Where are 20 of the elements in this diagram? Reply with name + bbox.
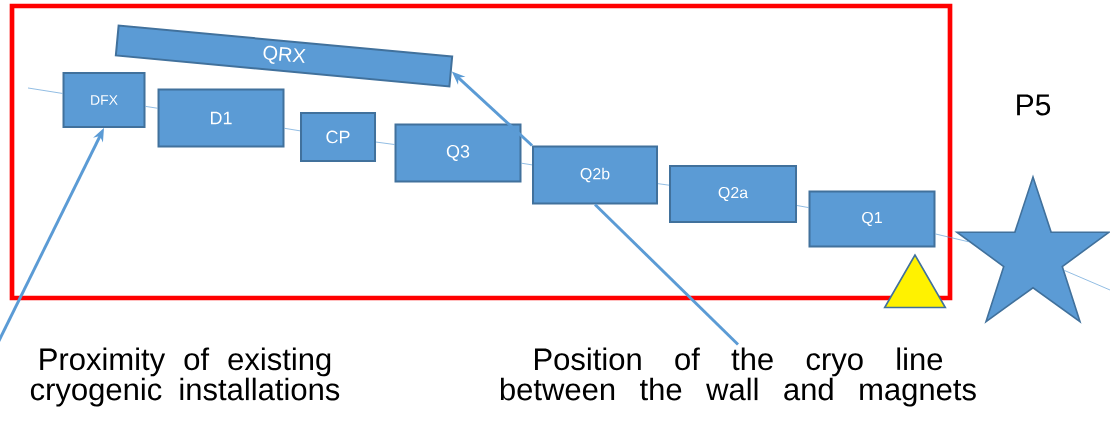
annotation-text: Position of the cryo line between the wall and magnets (500, 347, 976, 407)
magnet-box: Q1 (808, 190, 936, 248)
beam-line (796, 205, 809, 208)
beam-line (521, 162, 533, 166)
region-frame (9, 3, 953, 301)
beam-line (657, 183, 670, 186)
beam-line (1064, 270, 1110, 291)
magnet-box: DFX (62, 72, 146, 128)
beam-line (145, 106, 158, 109)
leader-line (594, 203, 740, 346)
beam-line (284, 127, 301, 132)
beam-line (375, 141, 395, 145)
magnet-box: CP (300, 112, 376, 162)
annotation-text: Proximity of existing cryogenic installations (30, 347, 340, 407)
point-label: P5 (1017, 94, 1051, 116)
magnet-box: Q2a (669, 165, 797, 223)
magnet-box: Q2b (532, 145, 658, 205)
beam-line (27, 87, 63, 94)
magnet-box: Q3 (394, 123, 522, 183)
magnet-box: D1 (157, 88, 285, 148)
